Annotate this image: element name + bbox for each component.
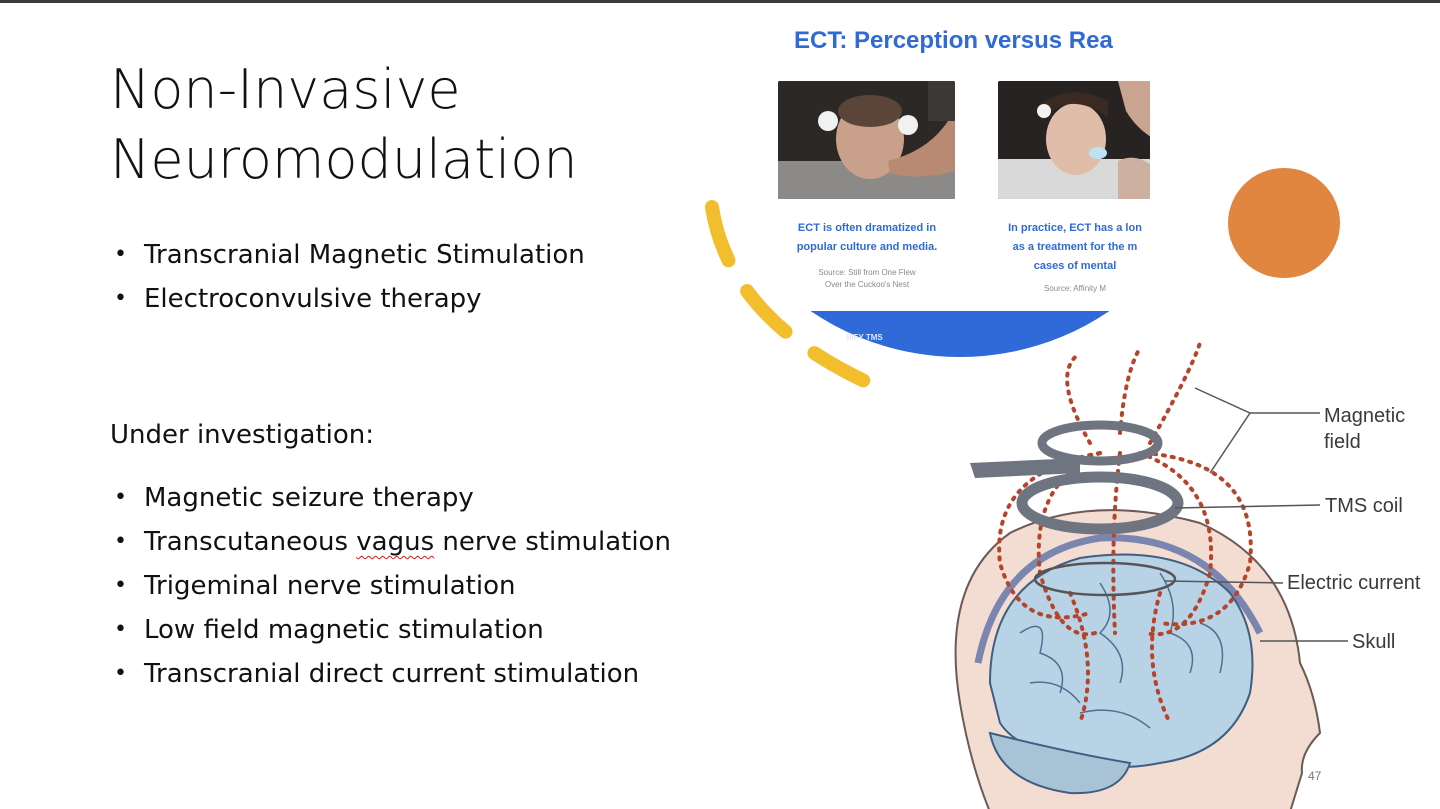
ect-band-label: SIFY TMS xyxy=(846,333,883,342)
primary-bullet-list[interactable]: Transcranial Magnetic Stimulation Electr… xyxy=(112,233,585,321)
bullet-tms: Transcranial Magnetic Stimulation xyxy=(112,233,585,277)
bullet-tns: Trigeminal nerve stimulation xyxy=(112,564,671,608)
tms-coil-shape xyxy=(970,420,1184,535)
ect-source-left: Source: Still from One Flew Over the Cuc… xyxy=(772,267,962,291)
tms-brain-diagram[interactable] xyxy=(930,333,1440,809)
window-top-edge xyxy=(0,0,1440,3)
ect-source-right: Source: Affinity M xyxy=(1043,284,1107,293)
bullet-tvns-prefix: Transcutaneous xyxy=(144,527,357,557)
label-electric-current: Electric current xyxy=(1287,572,1421,594)
ect-photo-film-still xyxy=(778,81,955,199)
slide-canvas[interactable]: Non-Invasive Neuromodulation Transcrania… xyxy=(0,3,1440,809)
decorative-dashed-arc[interactable] xyxy=(690,183,910,413)
bullet-tvns: Transcutaneous vagus nerve stimulation xyxy=(112,520,671,564)
investigation-bullet-list[interactable]: Magnetic seizure therapy Transcutaneous … xyxy=(112,476,671,696)
caption-right-line: In practice, ECT has a lon xyxy=(1008,222,1142,234)
under-investigation-heading[interactable]: Under investigation: xyxy=(110,420,375,450)
ect-photo-clinical xyxy=(998,81,1158,199)
title-line-2: Neuromodulation xyxy=(110,128,578,191)
ect-caption-left: ECT is often dramatized in popular cultu… xyxy=(772,219,962,257)
bullet-tvns-suffix: nerve stimulation xyxy=(434,527,671,557)
label-magnetic-line1: Magnetic xyxy=(1324,405,1406,427)
spelling-flagged-word[interactable]: vagus xyxy=(356,527,435,557)
ect-caption-right: In practice, ECT has a lon as a treatmen… xyxy=(980,219,1170,276)
source-left-line: Over the Cuckoo's Nest xyxy=(824,280,910,289)
caption-left-line: popular culture and media. xyxy=(796,241,938,253)
title-line-1: Non-Invasive xyxy=(110,58,461,121)
decorative-orange-circle[interactable] xyxy=(1228,168,1340,278)
bullet-mst: Magnetic seizure therapy xyxy=(112,476,671,520)
caption-right-line: as a treatment for the m xyxy=(1012,241,1138,253)
bullet-lfms: Low field magnetic stimulation xyxy=(112,608,671,652)
caption-left-line: ECT is often dramatized in xyxy=(797,222,937,234)
slide-title[interactable]: Non-Invasive Neuromodulation xyxy=(110,55,578,195)
ect-perception-image[interactable]: ECT: Perception versus Rea xyxy=(750,21,1170,361)
bullet-ect: Electroconvulsive therapy xyxy=(112,277,585,321)
slide-page-number: 47 xyxy=(1308,769,1322,783)
bullet-tdcs: Transcranial direct current stimulation xyxy=(112,652,671,696)
label-magnetic-field: Magnetic field xyxy=(1324,403,1405,455)
label-skull: Skull xyxy=(1352,631,1396,653)
label-magnetic-line2: field xyxy=(1324,431,1361,453)
ect-image-title: ECT: Perception versus Rea xyxy=(794,27,1113,54)
caption-right-line: cases of mental xyxy=(1033,260,1117,272)
source-left-line: Source: Still from One Flew xyxy=(818,268,916,277)
label-tms-coil: TMS coil xyxy=(1325,495,1403,517)
